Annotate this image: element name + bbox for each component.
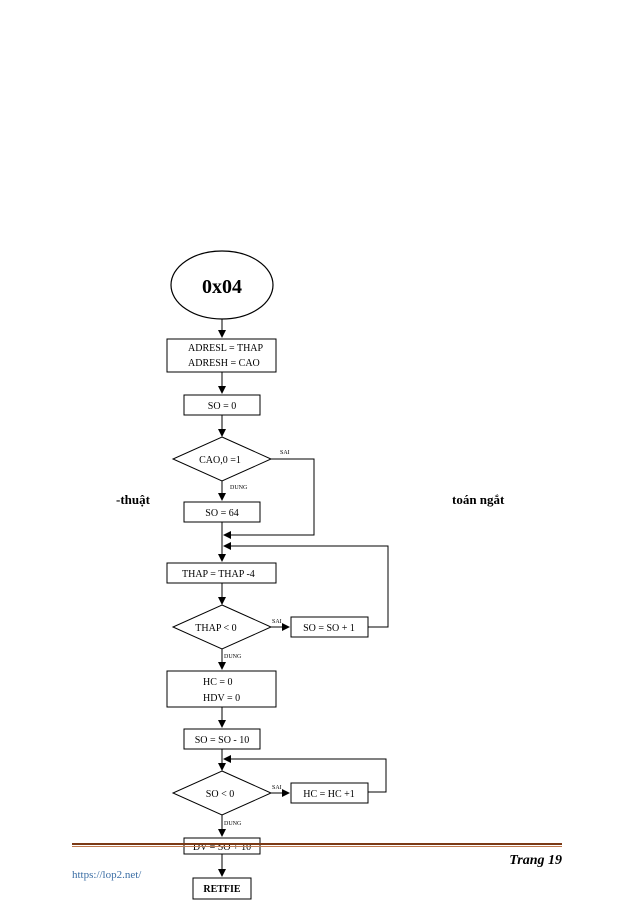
so-zero-text: SO = 0 [208,401,236,412]
source-link[interactable]: https://lop2.net/ [72,869,142,881]
true-label: DUNG [224,821,242,827]
true-label: DUNG [224,654,242,660]
check-cao-text: CAO,0 =1 [199,455,241,466]
init-hdv-text: HDV = 0 [203,693,240,704]
check-so-text: SO < 0 [206,789,234,800]
start-label: 0x04 [202,276,242,298]
footer-rule-thin [72,846,562,847]
page-number-value: 19 [548,853,562,868]
loop-back-line [223,542,389,628]
loop-back-line [223,755,387,793]
footer-rule [72,843,562,845]
hc-inc-box [290,782,369,804]
heading-fragment-right: toán ngắt [452,492,505,507]
end-box [192,877,252,900]
page-label: Trang [509,853,545,868]
false-label: SAI [272,619,282,625]
false-label: SAI [280,450,290,456]
assign-adres-box [166,338,277,373]
true-label: DUNG [230,485,248,491]
assign-adresl-text: ADRESL = THAP [188,343,264,354]
so-inc-text: SO = SO + 1 [303,623,355,634]
false-label: SAI [272,785,282,791]
so-64-text: SO = 64 [205,508,238,519]
heading-fragment-left: -thuật [116,492,150,507]
dv-assign-text: DV = SO + 10 [193,842,251,853]
assign-adresh-text: ADRESH = CAO [188,358,260,369]
false-branch-line [223,458,315,539]
page-number: Trang 19 [509,853,562,869]
end-text: RETFIE [203,884,241,895]
init-hc-text: HC = 0 [203,677,233,688]
so-minus10-text: SO = SO - 10 [195,735,250,746]
hc-inc-text: HC = HC +1 [303,789,355,800]
so-inc-box [290,616,369,638]
thap-minus-text: THAP = THAP -4 [182,569,255,580]
check-thap-text: THAP < 0 [195,623,236,634]
